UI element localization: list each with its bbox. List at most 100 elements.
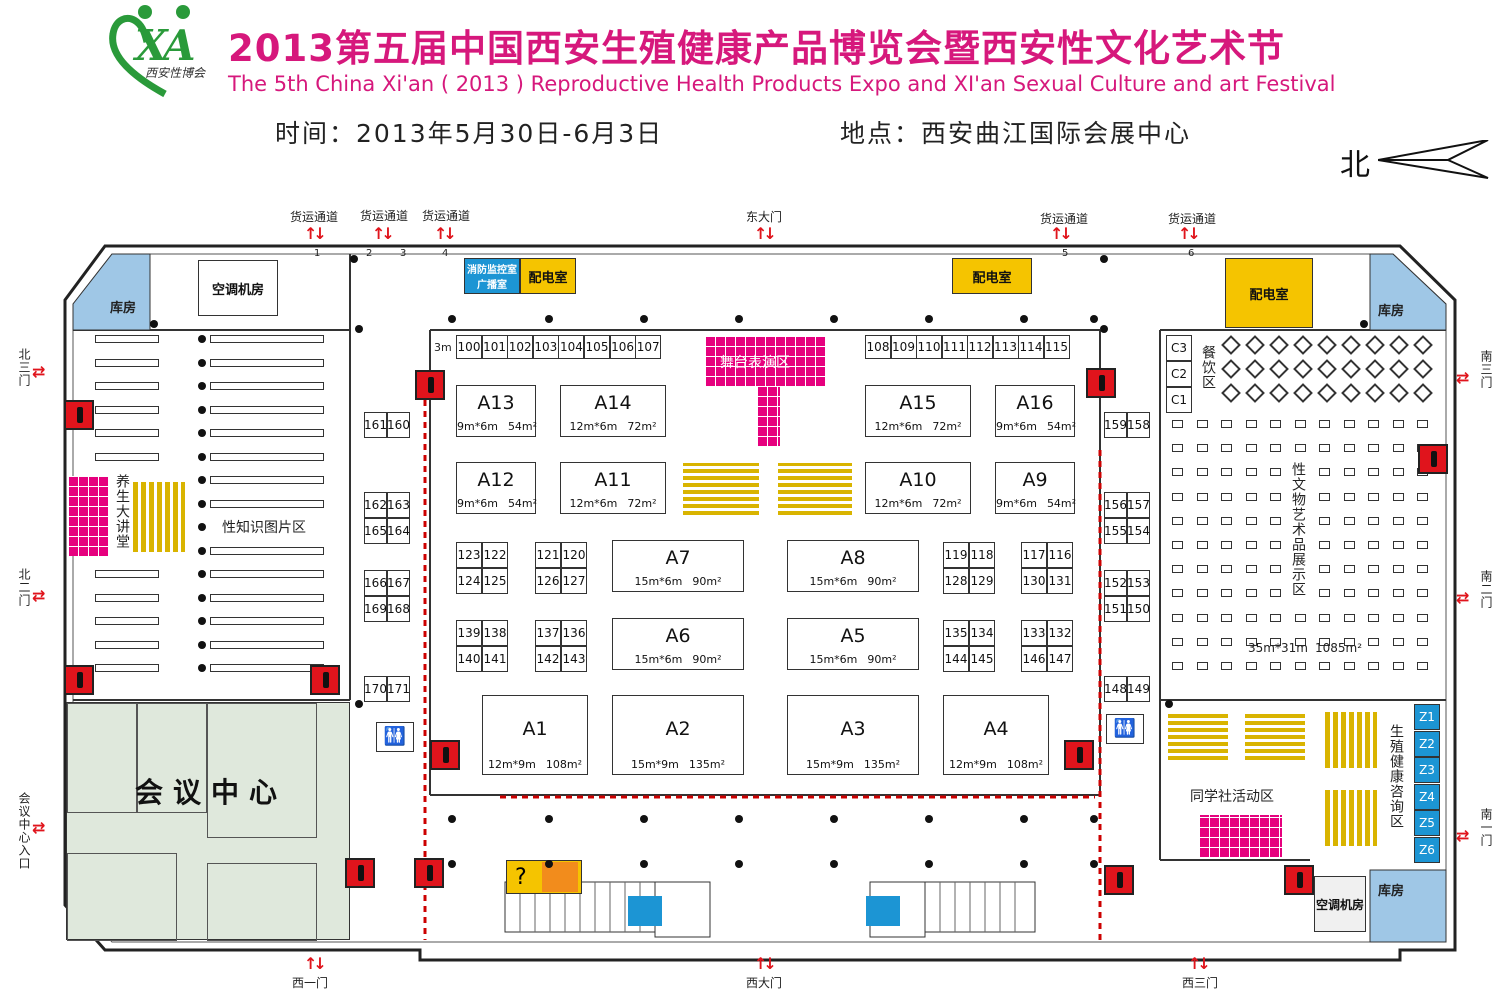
booth-157[interactable]: 157	[1127, 492, 1150, 518]
booth-145[interactable]: 145	[969, 646, 995, 672]
booth-155[interactable]: 155	[1104, 518, 1127, 544]
booth-149[interactable]: 149	[1127, 676, 1150, 702]
booth-109[interactable]: 109	[890, 335, 917, 359]
booth-147[interactable]: 147	[1047, 646, 1073, 672]
booth-120[interactable]: 120	[561, 542, 587, 568]
booth-129[interactable]: 129	[969, 568, 995, 594]
booth-150[interactable]: 150	[1127, 596, 1150, 622]
booth-137[interactable]: 137	[535, 620, 561, 646]
dining-booth-C1[interactable]: C1	[1166, 387, 1192, 413]
booth-107[interactable]: 107	[635, 335, 662, 359]
booth-158[interactable]: 158	[1127, 412, 1150, 438]
booth-154[interactable]: 154	[1127, 518, 1150, 544]
booth-112[interactable]: 112	[967, 335, 993, 359]
consult-booth-Z4[interactable]: Z4	[1414, 783, 1440, 810]
booth-101[interactable]: 101	[481, 335, 508, 359]
booth-103[interactable]: 103	[532, 335, 559, 359]
booth-136[interactable]: 136	[561, 620, 587, 646]
booth-123[interactable]: 123	[456, 542, 482, 568]
booth-166[interactable]: 166	[364, 570, 387, 596]
consult-booth-Z2[interactable]: Z2	[1414, 730, 1440, 757]
booth-111[interactable]: 111	[941, 335, 968, 359]
booth-164[interactable]: 164	[387, 518, 410, 544]
booth-125[interactable]: 125	[482, 568, 508, 594]
dining-booth-C3[interactable]: C3	[1166, 335, 1192, 361]
booth-162[interactable]: 162	[364, 492, 387, 518]
booth-115[interactable]: 115	[1043, 335, 1070, 359]
booth-146[interactable]: 146	[1021, 646, 1047, 672]
booth-133[interactable]: 133	[1021, 620, 1047, 646]
booth-153[interactable]: 153	[1127, 570, 1150, 596]
consult-booth-Z6[interactable]: Z6	[1414, 836, 1440, 863]
booth-114[interactable]: 114	[1018, 335, 1044, 359]
booth-132[interactable]: 132	[1047, 620, 1073, 646]
booth-170[interactable]: 170	[364, 676, 387, 702]
booth-152[interactable]: 152	[1104, 570, 1127, 596]
stage-performance-area[interactable]	[706, 336, 826, 386]
booth-116[interactable]: 116	[1047, 542, 1073, 568]
consult-booth-Z1[interactable]: Z1	[1414, 704, 1440, 730]
booth-100[interactable]: 100	[456, 335, 482, 359]
booth-131[interactable]: 131	[1047, 568, 1073, 594]
booth-148[interactable]: 148	[1104, 676, 1127, 702]
booth-143[interactable]: 143	[561, 646, 587, 672]
booth-127[interactable]: 127	[561, 568, 587, 594]
booth-141[interactable]: 141	[482, 646, 508, 672]
booth-105[interactable]: 105	[584, 335, 610, 359]
booth-134[interactable]: 134	[969, 620, 995, 646]
booth-135[interactable]: 135	[943, 620, 969, 646]
booth-161[interactable]: 161	[364, 412, 387, 438]
booth-142[interactable]: 142	[535, 646, 561, 672]
booth-138[interactable]: 138	[482, 620, 508, 646]
booth-165[interactable]: 165	[364, 518, 387, 544]
booth-102[interactable]: 102	[507, 335, 534, 359]
booth-168[interactable]: 168	[387, 596, 410, 622]
booth-163[interactable]: 163	[387, 492, 410, 518]
booth-159[interactable]: 159	[1104, 412, 1127, 438]
booth-130[interactable]: 130	[1021, 568, 1047, 594]
booth-117[interactable]: 117	[1021, 542, 1047, 568]
booth-140[interactable]: 140	[456, 646, 482, 672]
booth-118[interactable]: 118	[969, 542, 995, 568]
booth-121[interactable]: 121	[535, 542, 561, 568]
booth-171[interactable]: 171	[387, 676, 410, 702]
booth-126[interactable]: 126	[535, 568, 561, 594]
booth-156[interactable]: 156	[1104, 492, 1127, 518]
booth-144[interactable]: 144	[943, 646, 969, 672]
booth-122[interactable]: 122	[482, 542, 508, 568]
booth-name: A4	[983, 718, 1009, 740]
booth-110[interactable]: 110	[916, 335, 942, 359]
booth-113[interactable]: 113	[992, 335, 1019, 359]
booth-104[interactable]: 104	[558, 335, 585, 359]
booth-151[interactable]: 151	[1104, 596, 1127, 622]
booth-124[interactable]: 124	[456, 568, 482, 594]
consult-booth-Z3[interactable]: Z3	[1414, 757, 1440, 783]
meeting-center[interactable]: 会议中心	[66, 702, 350, 941]
booth-169[interactable]: 169	[364, 596, 387, 622]
booth-160[interactable]: 160	[387, 412, 410, 438]
booth-167[interactable]: 167	[387, 570, 410, 596]
booth-106[interactable]: 106	[609, 335, 636, 359]
dining-booth-C2[interactable]: C2	[1166, 361, 1192, 387]
booth-108[interactable]: 108	[865, 335, 891, 359]
booth-128[interactable]: 128	[943, 568, 969, 594]
booth-119[interactable]: 119	[943, 542, 969, 568]
consult-booth-Z5[interactable]: Z5	[1414, 810, 1440, 836]
booth-139[interactable]: 139	[456, 620, 482, 646]
